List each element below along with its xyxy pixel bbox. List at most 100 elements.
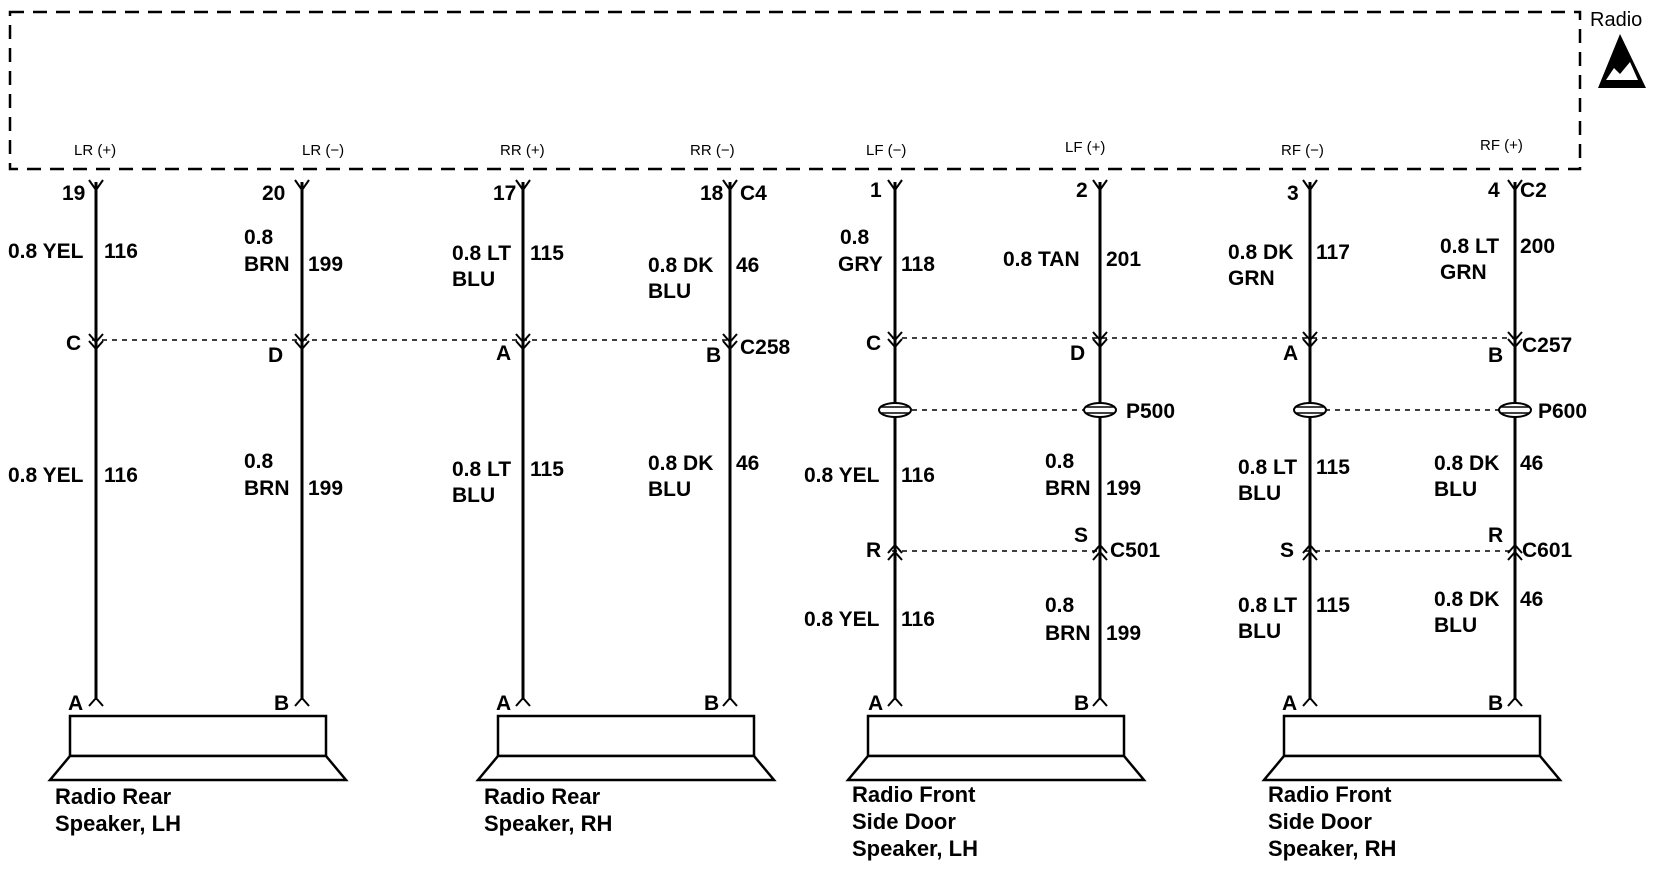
wire-size-color: 0.8 LT <box>1238 594 1297 617</box>
cavity-letter: B <box>706 344 721 367</box>
speaker-rear-rh-symbol <box>475 714 777 782</box>
splice-label-p500: P500 <box>1126 400 1175 423</box>
circuit-number: 115 <box>530 458 564 481</box>
cavity-letter: A <box>1283 342 1298 365</box>
splice-marker <box>878 402 912 418</box>
circuit-number: 117 <box>1316 241 1350 264</box>
circuit-number: 200 <box>1520 235 1555 258</box>
wire-size-color: 0.8 DK <box>1228 241 1293 264</box>
wire-size-color: 0.8 LT <box>1440 235 1499 258</box>
speaker-pin-letter: A <box>496 692 511 715</box>
splice-marker <box>1498 402 1532 418</box>
wire-color: 0.8 YEL <box>804 464 880 487</box>
circuit-number: 116 <box>104 240 138 263</box>
wire-color: BRN <box>244 477 290 500</box>
speaker-pin-letter: B <box>1074 692 1089 715</box>
connector-label-c257: C257 <box>1522 334 1572 357</box>
speaker-caption: Speaker, LH <box>852 836 978 861</box>
splice-marker <box>1293 402 1327 418</box>
wire-color: BLU <box>648 478 691 501</box>
speaker-pin-letter: B <box>1488 692 1503 715</box>
speaker-pin-letter: A <box>868 692 883 715</box>
speaker-caption: Side Door <box>1268 809 1372 834</box>
cavity-letter: S <box>1280 539 1294 562</box>
pin-number: 4 <box>1488 179 1500 202</box>
circuit-number: 199 <box>308 253 343 276</box>
circuit-number: 116 <box>901 464 935 487</box>
circuit-number: 46 <box>1520 588 1543 611</box>
signal-label-lr-plus: LR (+) <box>74 142 116 159</box>
wires <box>94 182 1517 700</box>
connector-label-c4: C4 <box>740 182 767 205</box>
speaker-pin-letter: B <box>274 692 289 715</box>
radio-pin-chevrons <box>88 179 1523 192</box>
wire-size: 0.8 <box>840 226 870 249</box>
wire-size-color: 0.8 DK <box>648 452 713 475</box>
circuit-number: 115 <box>530 242 564 265</box>
speaker-front-lh-symbol <box>845 714 1147 782</box>
pin-chevron <box>88 179 104 192</box>
connector-label-c2: C2 <box>1520 179 1547 202</box>
circuit-number: 46 <box>1520 452 1543 475</box>
pin-chevron <box>887 179 903 192</box>
wire-color: 0.8 YEL <box>8 240 84 263</box>
signal-label-lr-minus: LR (−) <box>302 142 344 159</box>
cavity-letter: R <box>866 539 881 562</box>
speaker-rear-lh-symbol <box>47 714 349 782</box>
radio-title: Radio <box>1590 9 1642 31</box>
wire-size: 0.8 <box>1045 594 1075 617</box>
speaker-front-rh-symbol <box>1261 714 1563 782</box>
wire-color: BLU <box>452 268 495 291</box>
pin-number: 3 <box>1287 182 1299 205</box>
pin-number: 18 <box>700 182 724 205</box>
wire-size-color: 0.8 DK <box>1434 588 1499 611</box>
circuit-number: 46 <box>736 254 759 277</box>
signal-label-lf-plus: LF (+) <box>1065 139 1105 156</box>
circuit-number: 118 <box>901 253 935 276</box>
cavity-letter: C <box>866 332 881 355</box>
speaker-caption: Side Door <box>852 809 956 834</box>
esd-sensitive-warning-icon <box>1598 34 1646 88</box>
wire-size-color: 0.8 LT <box>452 242 511 265</box>
connector-label-c601: C601 <box>1522 539 1573 562</box>
circuit-number: 46 <box>736 452 759 475</box>
splice-label-p600: P600 <box>1538 400 1587 423</box>
signal-label-rr-minus: RR (−) <box>690 142 735 159</box>
pin-number: 1 <box>870 179 882 202</box>
speaker-symbols <box>47 714 1563 782</box>
wire-size-color: 0.8 TAN <box>1003 248 1080 271</box>
cavity-letter: A <box>496 342 511 365</box>
wire-color: BLU <box>452 484 495 507</box>
cavity-letter: D <box>268 344 283 367</box>
speaker-pin-letter: A <box>1282 692 1297 715</box>
speaker-pin-letter: B <box>704 692 719 715</box>
radio-enclosure <box>8 10 1582 171</box>
splice-marker <box>1083 402 1117 418</box>
circuit-number: 199 <box>1106 477 1141 500</box>
circuit-number: 115 <box>1316 594 1350 617</box>
wire-size-color: 0.8 DK <box>1434 452 1499 475</box>
wire-size-color: 0.8 LT <box>1238 456 1297 479</box>
wire-size: 0.8 <box>244 226 274 249</box>
wire-size-color: 0.8 LT <box>452 458 511 481</box>
wire-color: BRN <box>1045 622 1091 645</box>
speaker-caption: Radio Front <box>1268 782 1392 807</box>
signal-label-rr-plus: RR (+) <box>500 142 545 159</box>
circuit-number: 199 <box>1106 622 1141 645</box>
wire-color: BLU <box>1434 478 1477 501</box>
connector-label-c258: C258 <box>740 336 791 359</box>
pin-chevron <box>1092 179 1108 192</box>
wire-size-color: 0.8 DK <box>648 254 713 277</box>
speaker-caption: Radio Rear <box>55 784 172 809</box>
speaker-caption: Radio Rear <box>484 784 601 809</box>
signal-label-lf-minus: LF (−) <box>866 142 906 159</box>
circuit-number: 115 <box>1316 456 1350 479</box>
wire-color: BRN <box>244 253 290 276</box>
speaker-caption: Speaker, LH <box>55 811 181 836</box>
signal-label-rf-plus: RF (+) <box>1480 137 1523 154</box>
speaker-pin-chevrons <box>88 696 1523 707</box>
speaker-caption: Radio Front <box>852 782 976 807</box>
cavity-letter: R <box>1488 524 1503 547</box>
speaker-caption: Speaker, RH <box>1268 836 1396 861</box>
